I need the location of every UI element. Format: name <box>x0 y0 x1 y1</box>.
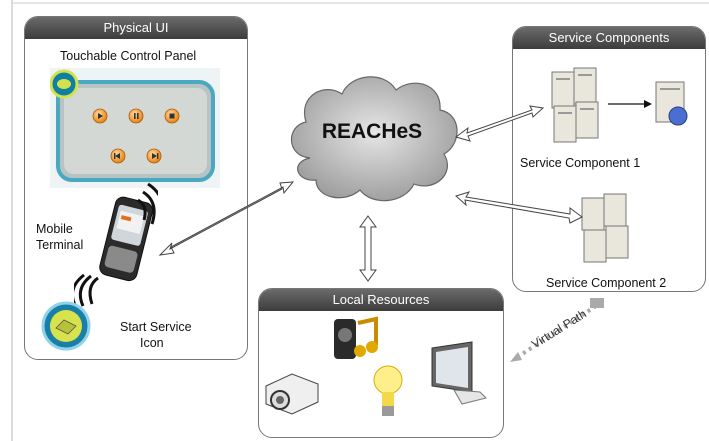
speaker-music-icon[interactable] <box>330 315 382 363</box>
touch-control-panel[interactable] <box>49 68 220 188</box>
reaches-cloud[interactable] <box>280 60 464 210</box>
control-panel-graphic <box>49 69 215 182</box>
projector-icon[interactable] <box>262 362 322 416</box>
component-arrow <box>608 100 652 108</box>
physical-ui-title: Physical UI <box>25 17 247 39</box>
server-icon[interactable] <box>548 66 608 150</box>
monitor-icon[interactable] <box>426 340 492 416</box>
service-components-title: Service Components <box>513 27 705 49</box>
mobile-phone-icon[interactable] <box>88 180 158 290</box>
cloud-label: REACHeS <box>321 120 423 143</box>
start-icon-label-2: Icon <box>140 336 164 350</box>
server-icon-2[interactable] <box>580 192 632 266</box>
local-resources-title: Local Resources <box>259 289 503 311</box>
component1-label: Service Component 1 <box>520 156 641 170</box>
start-icon-label-1: Start Service <box>120 320 192 334</box>
mobile-label-2: Terminal <box>36 238 84 252</box>
light-bulb-icon[interactable] <box>370 362 406 424</box>
component2-label: Service Component 2 <box>546 276 667 290</box>
server-icon-secondary[interactable] <box>650 78 694 130</box>
mobile-label-1: Mobile <box>36 222 73 236</box>
control-panel-label: Touchable Control Panel <box>60 49 197 63</box>
start-service-icon[interactable] <box>40 300 92 352</box>
